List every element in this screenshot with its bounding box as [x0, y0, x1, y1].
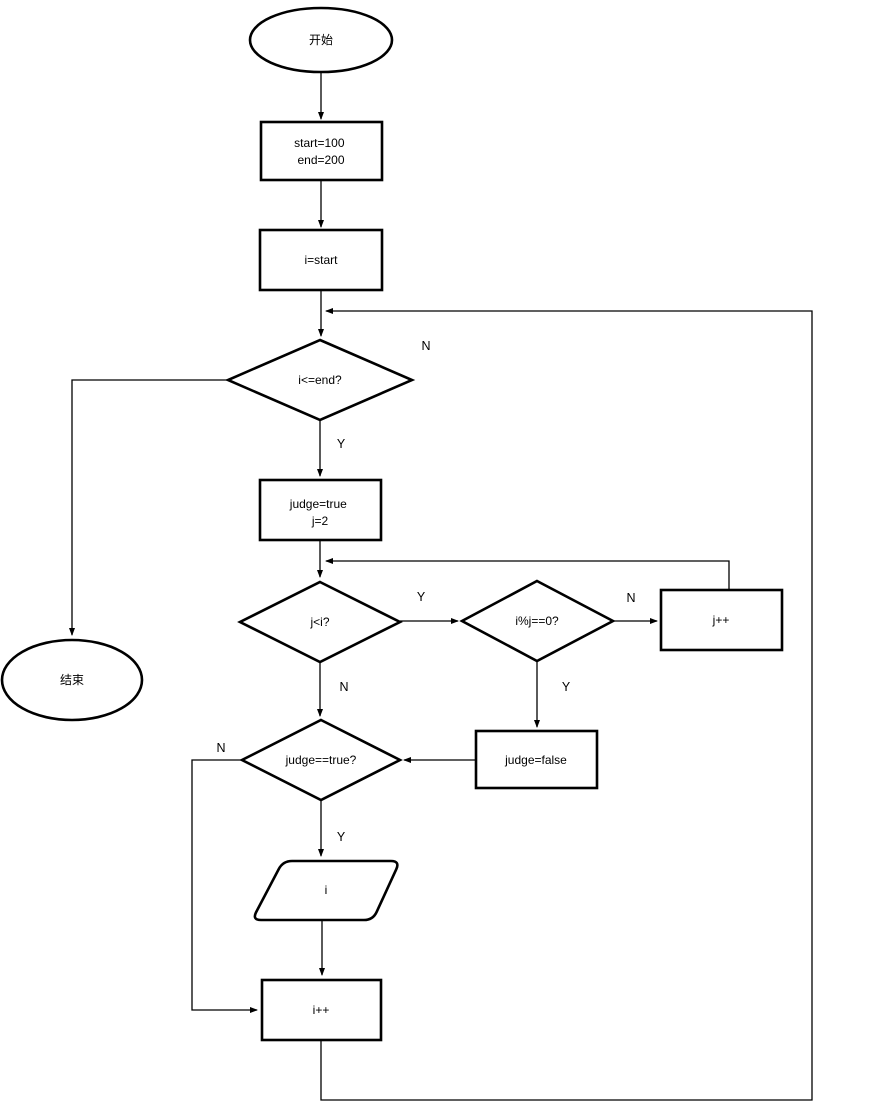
label-mod-yes: Y — [562, 680, 571, 694]
edge-cond-judge-no-to-inc-i — [191, 759, 258, 1013]
inc-i-box — [260, 978, 383, 1042]
output-i-parallelogram — [253, 859, 399, 922]
node-output-i-io: i — [253, 859, 399, 922]
node-end-terminator: 结束 — [0, 638, 144, 722]
label-judge-no: N — [216, 741, 225, 755]
init-judge-label: judge=true j=2 — [289, 497, 350, 528]
edge-inc-i-loop-to-cond-range — [320, 308, 813, 1101]
node-set-judge-false-process: judge=false — [474, 729, 599, 790]
init-label: start=100 end=200 — [294, 136, 348, 167]
node-cond-judge-decision: judge==true? — [239, 718, 403, 802]
label-range-yes: Y — [337, 437, 346, 451]
cond-mod-diamond — [459, 579, 616, 663]
cond-range-diamond — [224, 338, 416, 422]
end-ellipse — [0, 638, 144, 722]
edge-cond-range-no-to-end — [69, 379, 228, 636]
label-j-lt-i-yes: Y — [417, 590, 426, 604]
cond-j-lt-i-label: j<i? — [309, 615, 329, 629]
edge-inc-j-loop-to-cond-j-lt-i — [325, 558, 730, 590]
assign-i-box — [258, 228, 384, 292]
assign-i-label: i=start — [304, 253, 338, 267]
start-ellipse — [248, 6, 394, 74]
inc-i-label: i++ — [313, 1003, 330, 1017]
cond-judge-label: judge==true? — [285, 753, 357, 767]
end-label: 结束 — [60, 673, 84, 687]
node-init-process: start=100 end=200 — [259, 120, 384, 182]
set-judge-false-box — [474, 729, 599, 790]
node-cond-mod-decision: i%j==0? — [459, 579, 616, 663]
cond-judge-diamond — [239, 718, 403, 802]
node-cond-j-lt-i-decision: j<i? — [237, 580, 403, 664]
inc-j-label: j++ — [712, 613, 730, 627]
init-box — [259, 120, 384, 182]
inc-j-box — [659, 588, 784, 652]
label-range-no: N — [421, 339, 430, 353]
start-label: 开始 — [309, 33, 333, 47]
cond-mod-label: i%j==0? — [515, 614, 559, 628]
node-assign-i-process: i=start — [258, 228, 384, 292]
node-inc-i-process: i++ — [260, 978, 383, 1042]
node-inc-j-process: j++ — [659, 588, 784, 652]
init-judge-box — [258, 478, 383, 542]
label-mod-no: N — [626, 591, 635, 605]
cond-range-label: i<=end? — [298, 373, 342, 387]
output-i-label: i — [325, 883, 328, 897]
cond-j-lt-i-diamond — [237, 580, 403, 664]
set-judge-false-label: judge=false — [504, 753, 567, 767]
label-j-lt-i-no: N — [339, 680, 348, 694]
node-start-terminator: 开始 — [248, 6, 394, 74]
label-judge-yes: Y — [337, 830, 346, 844]
node-init-judge-process: judge=true j=2 — [258, 478, 383, 542]
node-cond-range-decision: i<=end? — [224, 338, 416, 422]
